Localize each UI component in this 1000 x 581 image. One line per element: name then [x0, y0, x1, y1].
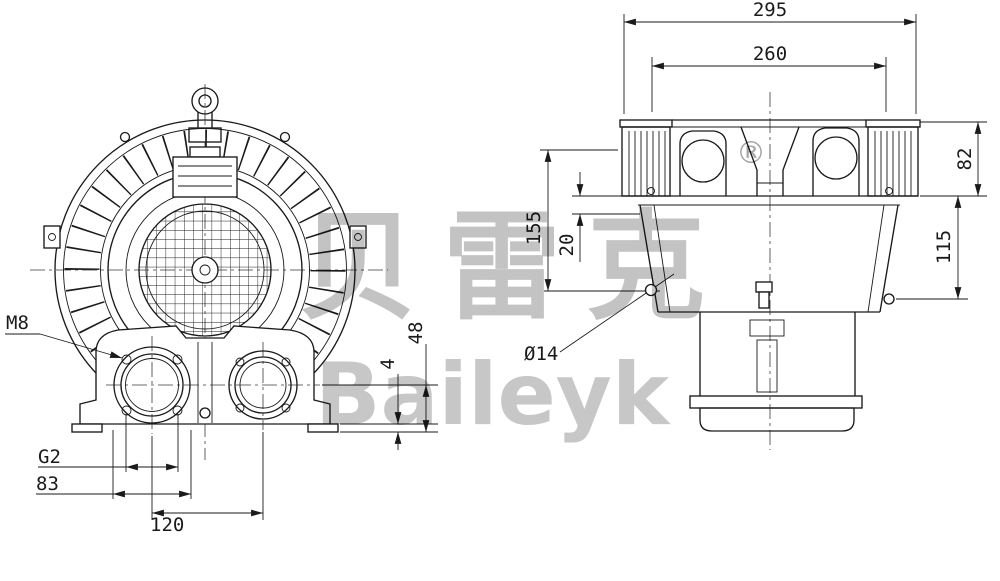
dim-label-155: 155	[523, 211, 545, 245]
flange-bolt-hole	[121, 405, 132, 416]
dim-label-120: 120	[150, 514, 184, 536]
center-fitting	[758, 291, 770, 309]
registered-trademark-icon: ®	[736, 136, 766, 171]
motor-and-base	[689, 312, 863, 432]
side-hole	[883, 293, 895, 305]
drain-hole	[199, 407, 211, 419]
flange-bolt-hole	[121, 354, 132, 365]
flange-bolt-hole	[281, 403, 291, 413]
dim-label-g2: G2	[38, 446, 61, 468]
center-fitting	[755, 281, 773, 293]
flange-bolt-hole	[172, 354, 183, 365]
flange-bolt-hole	[235, 357, 245, 367]
left-port	[106, 336, 320, 434]
front-view-dimensions: M8 G2 83 120 4 48	[5, 312, 438, 536]
top-left-boss	[119, 131, 131, 143]
side-view-dimensions: 295 260 82 115 155 20 Ø14	[523, 0, 987, 365]
flange-bolt-hole	[281, 357, 291, 367]
inlet-mesh-grille	[138, 203, 272, 337]
watermark-chinese-text: 贝雷克	[299, 198, 731, 336]
dim-label-4: 4	[377, 358, 399, 369]
side-view	[619, 92, 921, 450]
dim-label-115: 115	[933, 230, 955, 264]
right-foot-pad	[307, 423, 339, 433]
mid-body	[622, 195, 918, 313]
dim-label-82: 82	[954, 148, 976, 171]
front-view	[30, 84, 388, 460]
dim-label-260: 260	[753, 43, 787, 65]
top-right-boss	[279, 131, 291, 143]
dim-label-295: 295	[753, 0, 787, 21]
flange-bolt-hole	[235, 403, 245, 413]
dia14-hole	[644, 283, 658, 297]
watermark: 贝雷克 Baileyk ®	[299, 136, 766, 445]
terminal-box	[172, 146, 238, 198]
left-foot-pad	[71, 423, 103, 433]
dim-label-48: 48	[405, 322, 427, 345]
dim-label-83: 83	[36, 473, 59, 495]
lifting-eye	[188, 87, 222, 143]
watermark-latin-text: Baileyk	[315, 345, 671, 445]
flange-bolt-hole	[172, 405, 183, 416]
right-port	[228, 342, 298, 430]
port-housing	[71, 325, 339, 433]
dim-label-m8: M8	[6, 312, 29, 334]
right-side-lug	[349, 225, 367, 249]
dim-label-dia14: Ø14	[524, 343, 558, 365]
muffler-towers	[679, 126, 860, 196]
dim-label-20: 20	[556, 234, 578, 257]
left-side-lug	[43, 225, 61, 249]
radial-fins	[64, 129, 346, 411]
